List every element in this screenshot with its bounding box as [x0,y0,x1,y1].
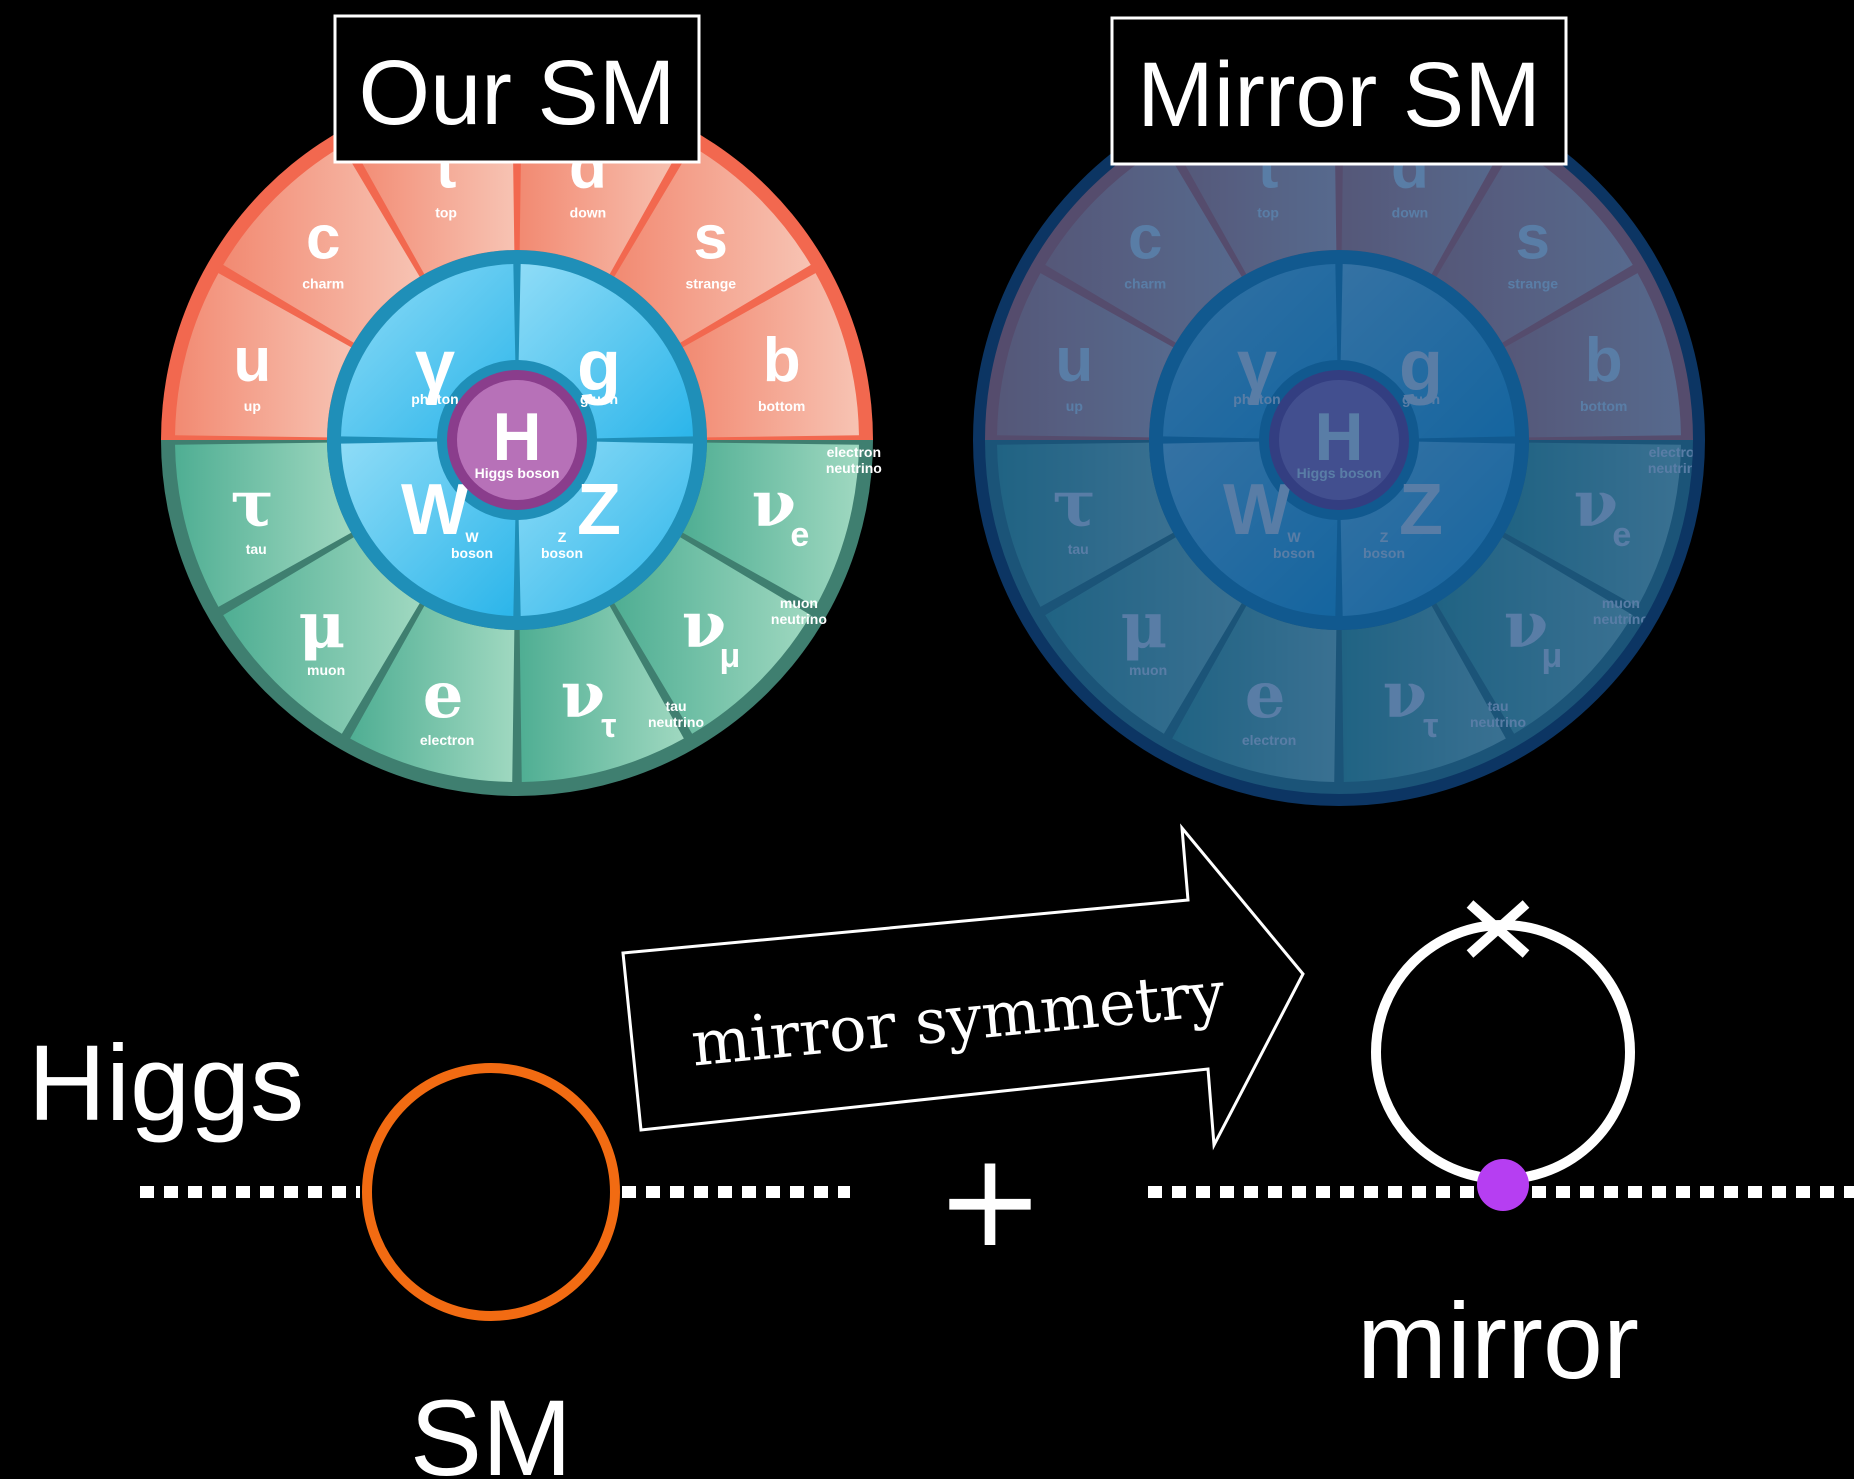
boson-name-w-boson: boson [451,545,493,561]
mirror-symmetry-arrow: mirror symmetry [621,823,1305,1151]
lepton-name-tau-neutrino: neutrino [648,714,704,730]
higgs-name: Higgs boson [475,465,560,481]
lepton-name-tau: tau [246,541,267,557]
boson-symbol-z-boson: Z [577,470,621,550]
lepton-name-muon-neutrino: neutrino [771,611,827,627]
boson-segment-gluon [518,264,693,439]
lepton-name-tau-neutrino: tau [666,698,687,714]
quark-name-charm: charm [302,275,344,291]
quark-segment-charm [223,146,420,343]
quark-symbol-strange: s [694,203,728,272]
boson-name-gluon: gluon [580,391,618,407]
boson-symbol-gluon: g [577,326,621,406]
vertex-dot [1477,1159,1529,1211]
lepton-name-muon-neutrino: muon [780,595,818,611]
lepton-symbol-electron-neutrino: ν [752,467,796,542]
lepton-segment-electron-neutrino [682,442,859,607]
quark-symbol-up: u [233,326,271,395]
boson-segment-z-boson [518,441,693,616]
sm-loop [362,1063,620,1321]
lepton-name-electron-neutrino: electron [827,444,881,460]
quark-symbol-bottom: b [763,326,801,395]
lepton-subscript-muon-neutrino: μ [720,637,741,675]
lepton-symbol-muon-neutrino: ν [682,588,726,663]
quark-symbol-charm: c [306,203,340,272]
quark-segment-bottom [682,273,859,438]
lepton-segment-electron [350,605,515,782]
lepton-subscript-tau-neutrino: τ [601,707,616,745]
sm-loop-diagram [140,1063,850,1321]
lepton-name-muon: muon [307,662,345,678]
lepton-symbol-muon: μ [299,588,346,663]
lepton-symbol-tau: τ [231,467,274,542]
higgs-label: Higgs [28,1022,304,1143]
quark-name-down: down [570,204,607,220]
boson-segment-w-boson [341,441,516,616]
mirror-sm-title: Mirror SM [1137,44,1541,146]
quark-name-strange: strange [685,275,736,291]
mirror-label: mirror [1357,1280,1639,1401]
lepton-segment-muon [223,537,420,734]
lepton-segment-tau [175,442,352,607]
lepton-segment-muon-neutrino [614,537,811,734]
lepton-symbol-electron: e [423,658,464,733]
plus-sign: + [936,1124,1045,1276]
quark-name-bottom: bottom [758,398,805,414]
boson-symbol-photon: γ [415,326,455,406]
quark-segment-strange [614,146,811,343]
mirror-tint-overlay [973,74,1705,806]
boson-name-z-boson: boson [541,545,583,561]
quark-name-top: top [435,204,457,220]
boson-name-z-boson: Z [558,529,567,545]
our-sm-title: Our SM [359,42,676,144]
quark-name-up: up [244,398,261,414]
sm-label: SM [410,1377,572,1479]
lepton-name-electron: electron [420,732,474,748]
boson-name-photon: photon [411,391,458,407]
lepton-subscript-electron-neutrino: e [790,516,809,554]
lepton-segment-tau-neutrino [519,605,684,782]
cross-insertion-icon [1466,900,1530,958]
mirror-sm-title-box: Mirror SM [1110,16,1568,166]
mirror-loop-diagram [1148,900,1854,1211]
higgs-center [457,380,577,500]
quark-segment-up [175,273,352,438]
boson-segment-photon [341,264,516,439]
mirror-loop [1371,920,1635,1184]
lepton-name-electron-neutrino: neutrino [826,460,882,476]
boson-symbol-w-boson: W [401,470,469,550]
our-sm-title-box: Our SM [333,14,701,164]
lepton-symbol-tau-neutrino: ν [561,658,605,733]
boson-name-w-boson: W [465,529,479,545]
higgs-symbol: H [492,399,541,475]
mirror-standard-model-wheel: uupccharmttopddownsstrangebbottomνeelect… [973,74,1705,806]
